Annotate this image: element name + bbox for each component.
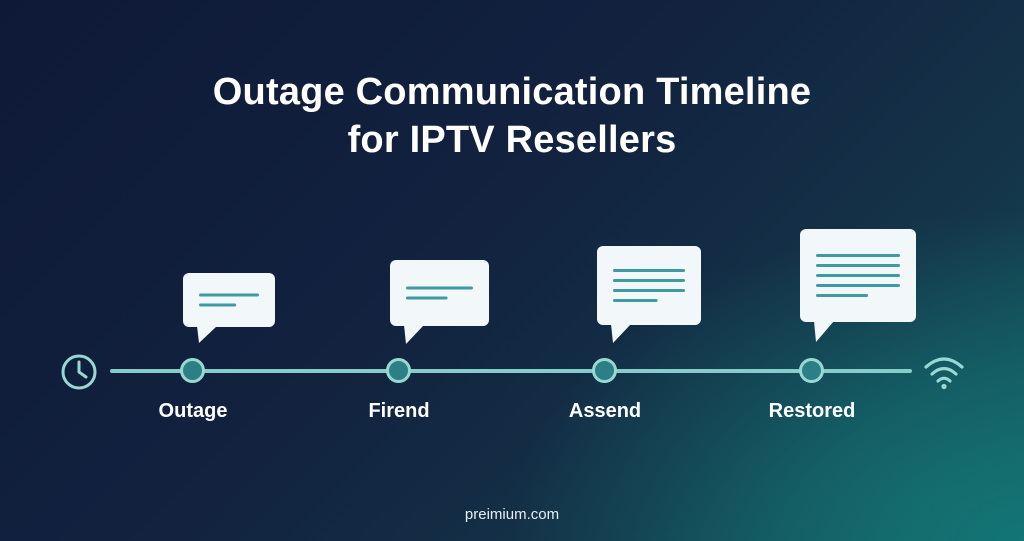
- message-line: [406, 286, 473, 290]
- timeline-node-3: [592, 358, 617, 383]
- stage-label: Firend: [368, 400, 430, 422]
- timeline-node-1: [180, 358, 205, 383]
- message-line: [613, 289, 685, 292]
- clock-icon: [61, 354, 97, 390]
- message-bubble-4: [800, 229, 916, 342]
- speech-bubble-icon: [800, 229, 916, 342]
- message-line: [816, 274, 900, 277]
- title-line-2: for IPTV Resellers: [347, 119, 677, 161]
- message-bubble-2: [390, 260, 489, 344]
- stage-label: Outage: [158, 400, 228, 422]
- message-line: [613, 299, 658, 302]
- message-line: [613, 269, 685, 272]
- message-bubble-3: [597, 246, 701, 343]
- message-line: [199, 293, 259, 297]
- message-line: [406, 296, 448, 300]
- stage-label: Assend: [568, 400, 642, 422]
- speech-bubble-icon: [183, 273, 275, 343]
- message-line: [816, 264, 900, 267]
- message-line: [199, 303, 237, 307]
- message-line: [816, 254, 900, 257]
- message-line: [816, 284, 900, 287]
- title-line-1: Outage Communication Timeline: [212, 71, 812, 113]
- message-line: [816, 294, 869, 297]
- speech-bubble-icon: [390, 260, 489, 344]
- page-title: Outage Communication Timeline for IPTV R…: [0, 68, 1024, 164]
- timeline-node-2: [386, 358, 411, 383]
- timeline-track: [110, 369, 912, 373]
- message-line: [613, 279, 685, 282]
- speech-bubble-icon: [597, 246, 701, 343]
- message-bubble-1: [183, 273, 275, 343]
- wifi-icon: [924, 357, 964, 390]
- timeline-node-4: [799, 358, 824, 383]
- stage-label: Restored: [768, 400, 856, 422]
- footer-domain: preimium.com: [464, 506, 560, 523]
